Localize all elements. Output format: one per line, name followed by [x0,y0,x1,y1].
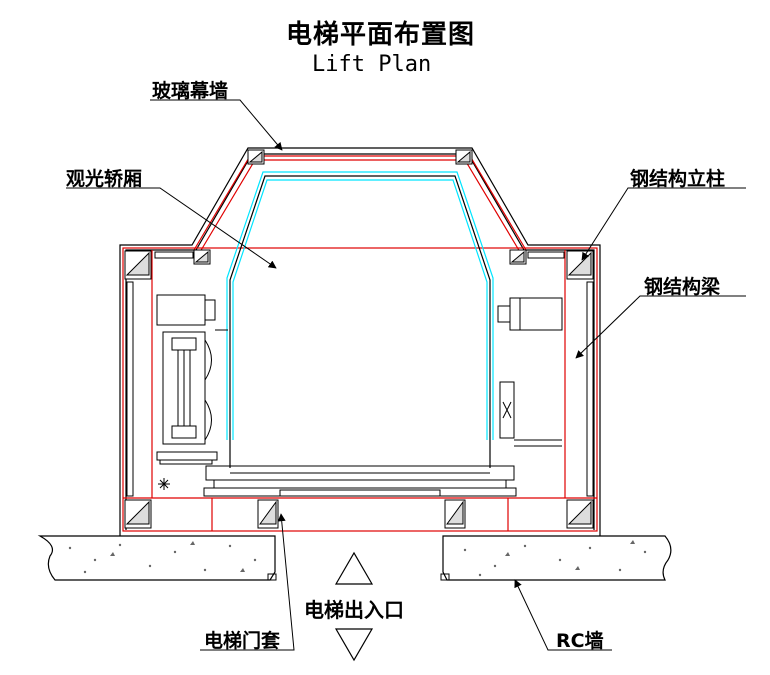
side-glazing [126,251,594,497]
steel-column-shoulder-right [509,249,527,265]
steel-column-door-left [257,499,279,529]
rc-wall-left [37,535,276,581]
governor-right [497,297,563,447]
steel-column-door-right [444,499,466,529]
triangle-down-icon [334,628,374,662]
label-glass-curtain-wall: 玻璃幕墙 [152,80,229,102]
label-rc-wall: RC墙 [556,630,604,652]
shaft-envelope [119,147,601,536]
steel-column-apex-right [455,149,473,165]
steel-column-top-left [124,250,152,280]
steel-frame [122,247,598,532]
door-track [203,465,517,497]
label-door-frame: 电梯门套 [204,630,281,652]
label-sightseeing-car: 观光轿厢 [66,168,143,190]
elevator-car [229,175,491,468]
entrance-arrows [334,551,374,662]
steel-column-bottom-left [124,499,152,529]
page-title: 电梯平面布置图 [286,20,476,50]
steel-column-bottom-right [566,499,594,529]
label-entrance: 电梯出入口 [304,598,404,622]
callout-leaders [66,99,746,651]
label-steel-beam: 钢结构梁 [644,276,721,298]
steel-column-apex-left [247,149,265,165]
rc-wall-tick-right [440,573,450,581]
traction-machine [156,294,228,465]
steel-column-group [124,149,594,529]
rc-wall-tick-left [267,573,277,581]
steel-column-shoulder-left [193,249,211,265]
sun-icon [158,478,170,490]
glass-curtain-wall [193,155,527,253]
car-glass [226,171,494,440]
triangle-up-icon [334,551,374,585]
label-steel-column: 钢结构立柱 [630,168,726,190]
rc-wall-right [442,535,672,581]
steel-column-top-right [566,250,594,280]
page-subtitle: Lift Plan [312,52,432,77]
